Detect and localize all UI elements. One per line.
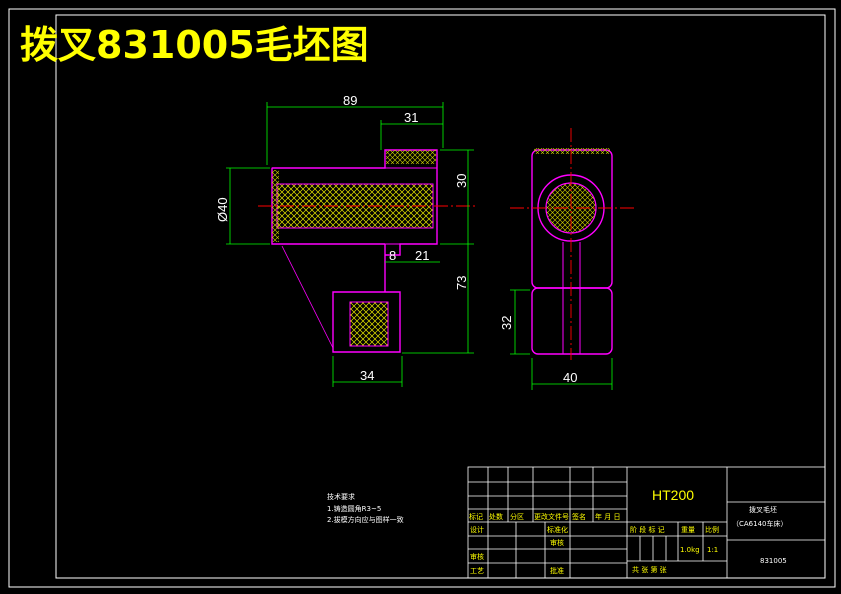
dim-89: 89 <box>343 93 357 108</box>
dim-8: 8 <box>389 248 396 263</box>
dim-21: 21 <box>415 248 429 263</box>
side-view <box>510 128 636 360</box>
side-top-section <box>534 148 610 154</box>
tb-designer: 设计 <box>470 525 484 534</box>
dim-40: 40 <box>563 370 577 385</box>
tb-row-label-5: 签名 <box>572 512 586 521</box>
outer-border <box>8 8 836 588</box>
tech-notes-line2: 2.拔模方向应与图样一致 <box>327 515 404 524</box>
title-block-grid <box>467 466 826 579</box>
drawing-number: 831005 <box>760 557 787 565</box>
tb-approve: 批准 <box>550 566 564 575</box>
tech-notes: 技术要求 1.铸造圆角R3~5 2.拔模方向应与图样一致 <box>327 492 404 524</box>
side-dimension-lines <box>510 289 613 390</box>
machine-name: （CA6140车床） <box>732 519 788 528</box>
tb-row-label-1: 标记 <box>469 512 483 521</box>
inner-border <box>55 14 826 579</box>
tech-notes-line1: 1.铸造圆角R3~5 <box>327 504 381 513</box>
tb-weight: 重量 <box>681 526 695 534</box>
side-fork-outline <box>531 287 613 355</box>
material-label: HT200 <box>652 487 694 503</box>
dim-dia40: Ø40 <box>215 197 230 222</box>
front-view <box>258 149 478 353</box>
tb-row-label-4: 更改文件号 <box>534 512 569 521</box>
tb-review: 审核 <box>470 552 484 561</box>
dim-73: 73 <box>454 276 469 290</box>
tb-scale-value: 1:1 <box>707 546 718 554</box>
tb-standardize: 标准化 <box>547 525 568 534</box>
dim-31: 31 <box>404 110 418 125</box>
dim-34: 34 <box>360 368 374 383</box>
fork-section <box>349 301 389 347</box>
tb-row-label-2: 处数 <box>489 512 503 521</box>
tb-process: 工艺 <box>470 567 484 575</box>
tech-notes-heading: 技术要求 <box>327 492 355 501</box>
part-name: 拨叉毛坯 <box>749 505 777 514</box>
tb-weight-value: 1.0kg <box>680 546 700 554</box>
tb-sheets: 共 张 第 张 <box>632 565 667 574</box>
drawing-title: 拨叉831005毛坯图 <box>20 23 369 67</box>
front-dimension-lines <box>226 102 474 387</box>
tb-scale: 比例 <box>705 525 719 534</box>
dim-30: 30 <box>454 174 469 188</box>
tb-row-label-6: 年 月 日 <box>595 512 620 521</box>
tb-row-label-3: 分区 <box>510 512 524 521</box>
leader-line <box>281 245 334 349</box>
dim-32: 32 <box>499 316 514 330</box>
tb-stage-marks: 阶 段 标 记 <box>630 525 665 534</box>
top-lug-section <box>386 150 436 164</box>
tb-check: 审核 <box>550 538 564 547</box>
